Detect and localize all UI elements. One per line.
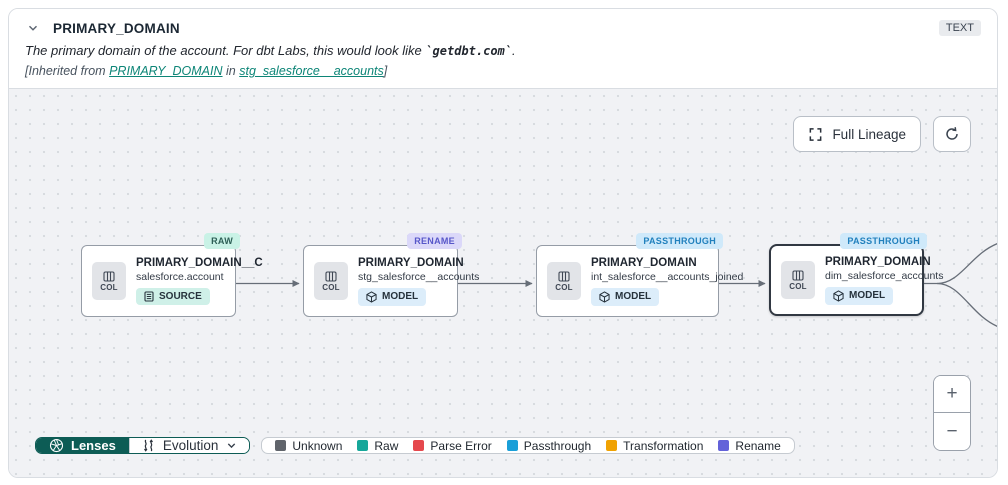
node-type-chip: SOURCE: [136, 288, 210, 305]
inherited-open-text: [Inherited from: [25, 64, 110, 78]
lenses-button[interactable]: Lenses: [36, 438, 129, 453]
description-text: The primary domain of the account. For d…: [25, 43, 426, 58]
legend-swatch: [606, 440, 618, 451]
lineage-canvas[interactable]: Full Lineage RAW COL PRIMARY_DOMAIN__C s…: [9, 89, 997, 477]
node-column-name: PRIMARY_DOMAIN: [591, 256, 697, 269]
legend-item-passthrough: Passthrough: [506, 438, 592, 453]
source-icon: [144, 291, 154, 302]
description-code: `getdbt.com`: [425, 44, 513, 58]
node-type-chip: MODEL: [591, 287, 660, 306]
column-chip: COL: [92, 262, 126, 300]
legend-label: Rename: [735, 438, 781, 453]
evolution-badge: RENAME: [407, 233, 462, 249]
zoom-out-button[interactable]: −: [934, 413, 970, 450]
collapse-chevron-icon[interactable]: [25, 20, 41, 36]
node-column-name: PRIMARY_DOMAIN: [358, 256, 464, 269]
model-cube-icon: [366, 290, 377, 303]
description-suffix: .: [512, 43, 516, 58]
node-type-label: MODEL: [382, 291, 419, 302]
lens-selector-group: Lenses Evolution: [35, 437, 251, 454]
column-chip: COL: [314, 262, 348, 300]
evolution-badge: PASSTHROUGH: [636, 233, 723, 249]
evolution-badge: PASSTHROUGH: [840, 233, 927, 249]
legend-swatch: [413, 440, 425, 451]
lineage-footer: Lenses Evolution Unknown Raw Parse Error…: [35, 437, 795, 454]
legend-item-rename: Rename: [718, 438, 781, 453]
lineage-node-int-salesforce-accounts-joined[interactable]: PASSTHROUGH COL PRIMARY_DOMAIN int_sales…: [536, 233, 744, 317]
chevron-down-icon: [228, 443, 236, 449]
node-type-label: MODEL: [615, 291, 652, 302]
full-lineage-label: Full Lineage: [832, 126, 906, 142]
columns-icon: [558, 270, 570, 282]
column-header: PRIMARY_DOMAIN TEXT The primary domain o…: [9, 9, 997, 89]
zoom-controls: + −: [933, 375, 971, 451]
lineage-node-stg-salesforce-accounts[interactable]: RENAME COL PRIMARY_DOMAIN stg_salesforce…: [303, 233, 480, 317]
legend-item-parse-error: Parse Error: [413, 438, 492, 453]
column-lineage-panel: PRIMARY_DOMAIN TEXT The primary domain o…: [8, 8, 998, 478]
legend-swatch: [718, 440, 730, 451]
inherited-close-text: ]: [383, 64, 388, 78]
node-model-name: int_salesforce__accounts_joined: [591, 270, 744, 283]
legend-swatch: [357, 440, 369, 451]
zoom-in-button[interactable]: +: [934, 376, 970, 413]
inherited-middle-text: in: [222, 64, 240, 78]
expand-icon: [808, 127, 823, 142]
refresh-icon: [944, 126, 960, 142]
column-chip-label: COL: [322, 282, 340, 292]
column-chip: COL: [781, 261, 815, 299]
evolution-legend: Unknown Raw Parse Error Passthrough Tran…: [261, 437, 795, 454]
legend-swatch: [275, 440, 287, 451]
column-chip-label: COL: [100, 282, 118, 292]
lenses-label: Lenses: [71, 438, 116, 453]
node-model-name: salesforce.account: [136, 271, 224, 283]
evolution-badge: RAW: [204, 233, 240, 249]
column-type-badge: TEXT: [938, 20, 981, 36]
legend-label: Unknown: [292, 438, 343, 453]
inherited-from-line: [Inherited from PRIMARY_DOMAIN in stg_sa…: [25, 64, 981, 78]
refresh-button[interactable]: [933, 116, 971, 152]
model-cube-icon: [599, 290, 610, 303]
column-chip: COL: [547, 262, 581, 300]
node-type-label: MODEL: [849, 290, 886, 301]
node-column-name: PRIMARY_DOMAIN__C: [136, 257, 263, 269]
column-chip-label: COL: [555, 282, 573, 292]
legend-label: Transformation: [623, 438, 704, 453]
legend-label: Passthrough: [523, 438, 592, 453]
column-chip-label: COL: [789, 281, 807, 291]
inherited-model-link[interactable]: stg_salesforce__accounts: [239, 64, 384, 78]
legend-item-raw: Raw: [357, 439, 398, 453]
legend-label: Parse Error: [430, 438, 492, 453]
inherited-column-link[interactable]: PRIMARY_DOMAIN: [109, 64, 223, 78]
legend-item-transformation: Transformation: [606, 439, 703, 453]
node-model-name: dim_salesforce_accounts: [825, 269, 944, 282]
lineage-node-dim-salesforce-accounts[interactable]: PASSTHROUGH COL PRIMARY_DOMAIN dim_sales…: [769, 233, 944, 316]
node-type-chip: MODEL: [825, 286, 894, 305]
evolution-icon: [143, 439, 153, 452]
legend-swatch: [506, 440, 518, 451]
node-model-name: stg_salesforce__accounts: [358, 270, 480, 283]
legend-label: Raw: [374, 438, 399, 453]
lens-dropdown[interactable]: Evolution: [128, 438, 250, 453]
columns-icon: [792, 269, 804, 281]
legend-item-unknown: Unknown: [275, 439, 342, 453]
lenses-aperture-icon: [49, 438, 64, 453]
node-column-name: PRIMARY_DOMAIN: [825, 255, 931, 268]
page-title: PRIMARY_DOMAIN: [53, 20, 180, 36]
node-type-chip: MODEL: [358, 287, 427, 306]
model-cube-icon: [833, 289, 844, 302]
lineage-node-salesforce-account[interactable]: RAW COL PRIMARY_DOMAIN__C salesforce.acc…: [81, 233, 263, 317]
full-lineage-button[interactable]: Full Lineage: [793, 116, 921, 152]
columns-icon: [103, 270, 115, 282]
lens-selected-label: Evolution: [162, 438, 219, 453]
lineage-edges: [235, 243, 997, 327]
node-type-label: SOURCE: [159, 291, 202, 302]
column-description: The primary domain of the account. For d…: [25, 43, 981, 58]
columns-icon: [325, 270, 337, 282]
